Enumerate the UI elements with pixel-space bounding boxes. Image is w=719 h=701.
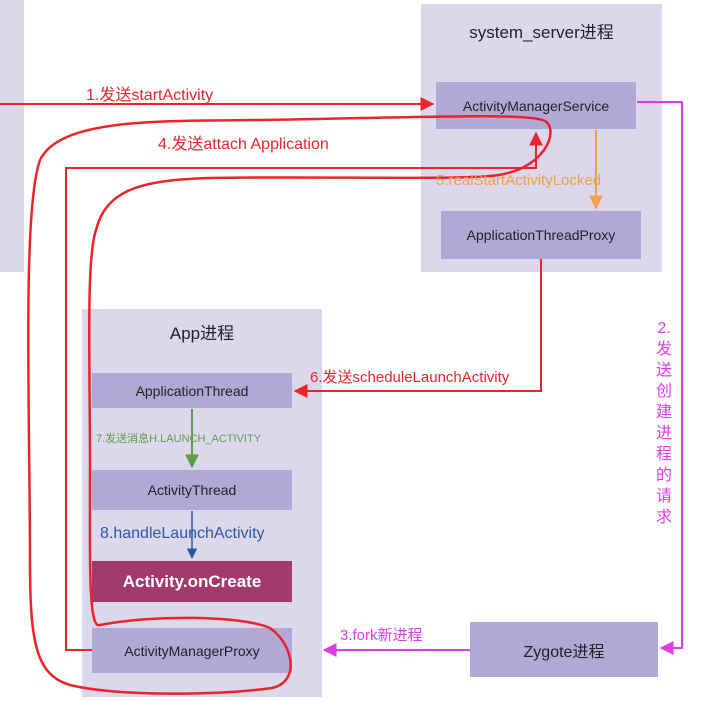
step-2-label: 2. 发 送 创 建 进 程 的 请 求	[651, 318, 677, 528]
system-server-title: system_server进程	[469, 23, 614, 42]
step-6-label: 6.发送scheduleLaunchActivity	[310, 369, 510, 386]
hand-drawn-highlight-loop	[26, 114, 552, 695]
step-7-label: 7.发送消息H.LAUNCH_ACTIVITY	[96, 433, 262, 445]
application-thread-proxy-box: ApplicationThreadProxy	[441, 211, 641, 259]
activity-oncreate-box: Activity.onCreate	[92, 561, 292, 602]
zygote-process-box: Zygote进程	[470, 622, 658, 677]
activity-manager-service-box: ActivityManagerService	[436, 82, 636, 129]
app-process-title: App进程	[169, 324, 235, 343]
step-5-label: 5.realStartActivityLocked	[436, 172, 602, 189]
step-1-label: 1.发送startActivity	[86, 87, 214, 104]
step-8-label: 8.handleLaunchActivity	[100, 525, 265, 542]
activity-manager-proxy-box: ActivityManagerProxy	[92, 628, 292, 673]
arrow-4-attach-application	[65, 131, 543, 651]
step-4-label: 4.发送attach Application	[158, 136, 329, 153]
arrow-6-schedule-launch	[293, 259, 542, 398]
activity-thread-box: ActivityThread	[92, 470, 292, 510]
launcher-process-region	[0, 0, 24, 272]
arrow-2-create-process	[637, 101, 683, 655]
step-3-label: 3.fork新进程	[340, 627, 423, 644]
application-thread-box: ApplicationThread	[92, 373, 292, 408]
